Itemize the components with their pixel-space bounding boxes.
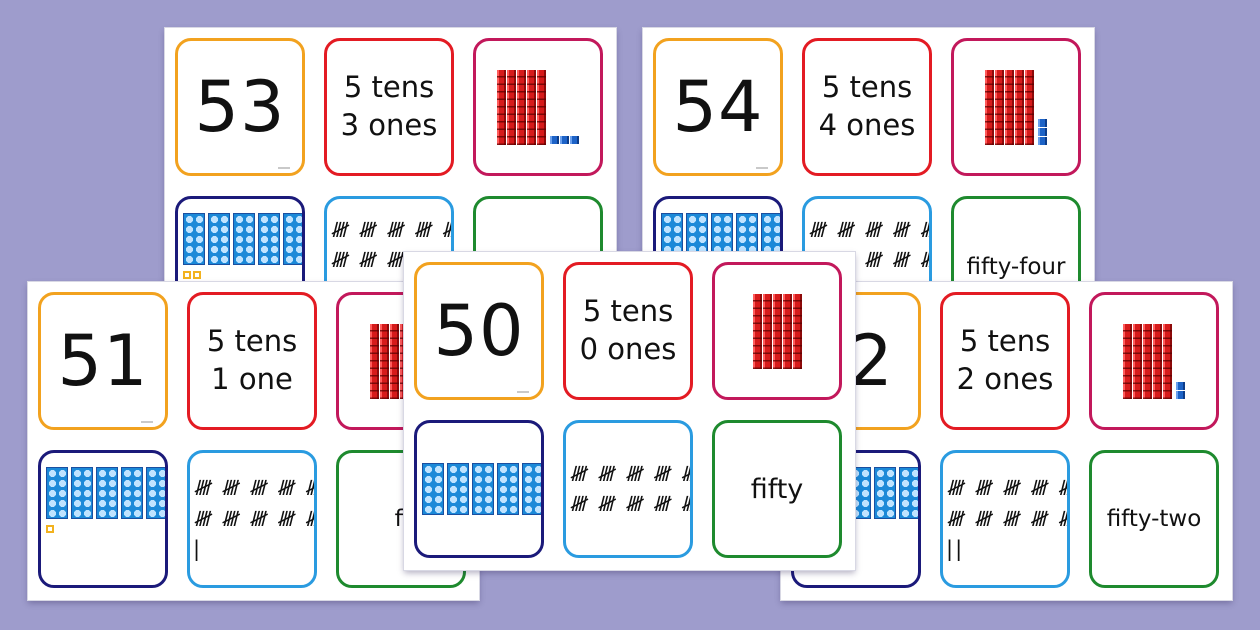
numeral-text: 50 <box>433 290 525 372</box>
number-word-card: fifty-two <box>1089 450 1219 588</box>
tally-marks: 𝍸 𝍸 𝍸 𝍸 𝍸 𝍸 𝍸 𝍸 𝍸 𝍸 <box>569 461 693 516</box>
tally-marks: 𝍸 𝍸 𝍸 𝍸 𝍸 𝍸 𝍸 𝍸 𝍸 𝍸 || <box>946 476 1070 562</box>
numeral-card: 54 <box>653 38 783 176</box>
tens-ones-card: 5 tens 1 one <box>187 292 317 430</box>
base-ten-blocks-card <box>1089 292 1219 430</box>
card-footer-mark <box>278 167 290 169</box>
number-word: fifty-four <box>966 254 1066 280</box>
ten-frames-icon <box>422 463 541 515</box>
tally-marks: 𝍸 𝍸 𝍸 𝍸 𝍸 𝍸 𝍸 𝍸 𝍸 𝍸 <box>808 217 932 272</box>
card-footer-mark <box>517 391 529 393</box>
tens-ones-card: 5 tens 3 ones <box>324 38 454 176</box>
number-word-card: fifty <box>712 420 842 558</box>
single-counter-icon <box>183 271 191 279</box>
tens-ones-card: 5 tens 2 ones <box>940 292 1070 430</box>
numeral-text: 54 <box>672 66 764 148</box>
ones-line: 4 ones <box>818 108 916 142</box>
tens-line: 5 tens <box>343 70 435 105</box>
numeral-text: 53 <box>194 66 286 148</box>
ten-frames-card <box>175 196 305 334</box>
tens-ones-card: 5 tens 0 ones <box>563 262 693 400</box>
activity-sheet-52: 2 5 tens 2 ones 𝍸 𝍸 𝍸 𝍸 𝍸 𝍸 𝍸 𝍸 𝍸 𝍸 || f… <box>781 282 1232 600</box>
number-word: fifty-two <box>1106 506 1202 532</box>
base-ten-blocks-icon <box>752 293 802 369</box>
tens-line: 5 tens <box>206 324 298 359</box>
activity-sheet-53: 53 5 tens 3 ones 𝍸 𝍸 𝍸 𝍸 𝍸 𝍸 𝍸 𝍸 𝍸 𝍸 <box>165 28 616 334</box>
card-footer-mark <box>756 167 768 169</box>
base-ten-blocks-card <box>951 38 1081 176</box>
tally-card: 𝍸 𝍸 𝍸 𝍸 𝍸 𝍸 𝍸 𝍸 𝍸 𝍸 || <box>940 450 1070 588</box>
ten-frames-icon <box>46 467 165 519</box>
single-counter-icon <box>193 271 201 279</box>
card-footer-mark <box>141 421 153 423</box>
numeral-card: 50 <box>414 262 544 400</box>
ten-frames-card <box>38 450 168 588</box>
numeral-card: 51 <box>38 292 168 430</box>
base-ten-blocks-icon <box>985 69 1047 145</box>
base-ten-blocks-card <box>473 38 603 176</box>
tally-card: 𝍸 𝍸 𝍸 𝍸 𝍸 𝍸 𝍸 𝍸 𝍸 𝍸 <box>563 420 693 558</box>
tens-line: 5 tens <box>959 324 1051 359</box>
numeral-text: 2 <box>848 320 894 402</box>
ones-line: 0 ones <box>579 332 677 366</box>
numeral-card: 53 <box>175 38 305 176</box>
ten-frames-icon <box>183 213 302 265</box>
number-word: fifty <box>750 473 804 505</box>
ones-line: 2 ones <box>956 362 1054 396</box>
base-ten-blocks-icon <box>497 69 579 145</box>
ones-line: 3 ones <box>340 108 438 142</box>
tally-marks: 𝍸 𝍸 𝍸 𝍸 𝍸 𝍸 𝍸 𝍸 𝍸 𝍸 | <box>193 476 317 562</box>
tens-line: 5 tens <box>821 70 913 105</box>
base-ten-blocks-card <box>712 262 842 400</box>
ones-line: 1 one <box>211 362 293 396</box>
ten-frames-card <box>414 420 544 558</box>
single-counter-icon <box>46 525 54 533</box>
activity-sheet-50: 50 5 tens 0 ones 𝍸 𝍸 𝍸 𝍸 𝍸 𝍸 𝍸 𝍸 𝍸 𝍸 fif… <box>404 252 855 570</box>
numeral-text: 51 <box>57 320 149 402</box>
base-ten-blocks-icon <box>1123 323 1185 399</box>
tally-card: 𝍸 𝍸 𝍸 𝍸 𝍸 𝍸 𝍸 𝍸 𝍸 𝍸 | <box>187 450 317 588</box>
tens-ones-card: 5 tens 4 ones <box>802 38 932 176</box>
tens-line: 5 tens <box>582 294 674 329</box>
activity-sheet-54: 54 5 tens 4 ones 𝍸 𝍸 𝍸 𝍸 𝍸 𝍸 𝍸 𝍸 𝍸 𝍸 fif… <box>643 28 1094 334</box>
